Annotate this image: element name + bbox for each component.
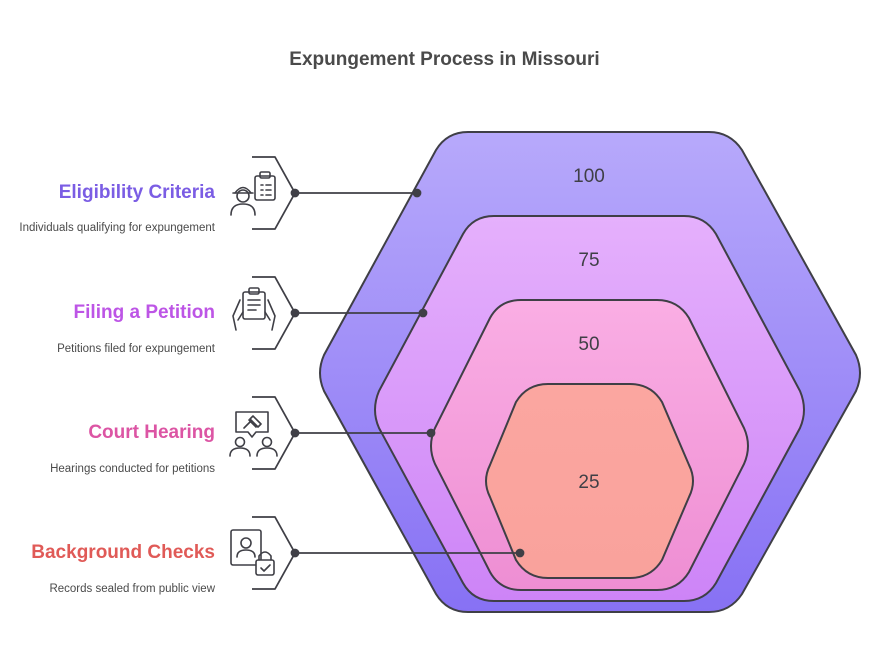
desc-background-checks: Records sealed from public view — [49, 583, 215, 595]
bracket-background — [252, 516, 296, 590]
bracket-hearing — [252, 396, 296, 470]
connector-dot-hearing-end — [426, 428, 436, 438]
hexagon-background — [485, 383, 694, 579]
gavel-people-icon — [229, 411, 278, 457]
value-petition: 75 — [578, 250, 599, 271]
value-hearing: 50 — [578, 334, 599, 355]
connector-dot-eligibility-end — [412, 188, 422, 198]
bracket-eligibility — [252, 156, 296, 230]
desc-court-hearing: Hearings conducted for petitions — [50, 463, 215, 475]
label-filing-petition: Filing a Petition — [73, 302, 215, 323]
connector-dot-background-end — [515, 548, 525, 558]
hands-document-icon — [232, 287, 276, 331]
value-eligibility: 100 — [573, 166, 605, 187]
worker-clipboard-icon — [230, 171, 276, 216]
label-eligibility-criteria: Eligibility Criteria — [58, 182, 215, 203]
value-background: 25 — [578, 472, 599, 493]
profile-lock-icon — [230, 529, 275, 576]
desc-eligibility-criteria: Individuals qualifying for expungement — [19, 222, 215, 234]
diagram-title: Expungement Process in Missouri — [289, 49, 600, 70]
bracket-petition — [252, 276, 296, 350]
label-court-hearing: Court Hearing — [88, 422, 215, 443]
connector-dot-petition-end — [418, 308, 428, 318]
label-background-checks: Background Checks — [31, 542, 215, 563]
desc-filing-petition: Petitions filed for expungement — [57, 343, 215, 355]
